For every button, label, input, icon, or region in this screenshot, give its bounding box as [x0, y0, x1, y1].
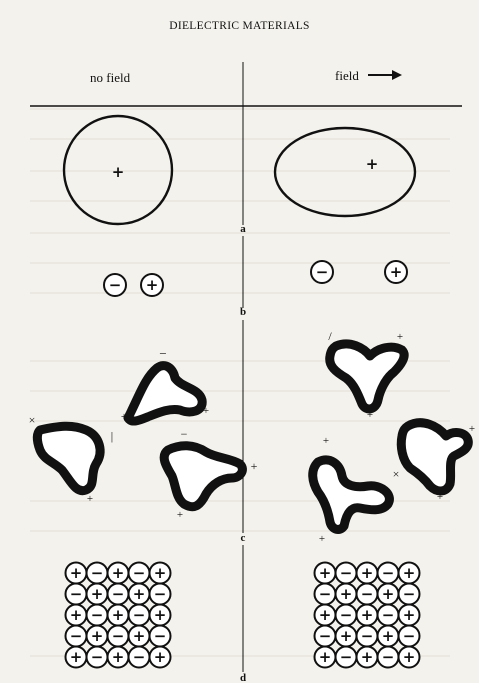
section-label-d: d	[240, 672, 246, 683]
lattice-sign: −	[91, 564, 104, 582]
dipole-molecules-in-field: / + + + × + ( + +	[313, 329, 475, 545]
dipole-molecules-no-field: − + + × | + − + +	[29, 346, 258, 521]
lattice-sign: −	[133, 648, 146, 666]
lattice-sign: −	[91, 606, 104, 624]
lattice-sign: −	[340, 648, 353, 666]
svg-text:+: +	[437, 491, 443, 503]
lattice-sign: +	[319, 564, 332, 582]
svg-text:+: +	[121, 411, 127, 423]
lattice-sign: −	[70, 585, 83, 603]
svg-text:+: +	[177, 509, 183, 521]
svg-text:+: +	[203, 405, 209, 417]
lattice-sign: +	[154, 564, 167, 582]
lattice-sign: +	[403, 648, 416, 666]
lattice-sign: −	[340, 606, 353, 624]
svg-text:(: (	[400, 429, 404, 443]
lattice-sign: +	[154, 648, 167, 666]
lattice-sign: +	[70, 648, 83, 666]
lattice-sign: +	[91, 585, 104, 603]
charge-lattice-in-field: +−+−+−+−+−+−+−+−+−+−+−+−+	[315, 563, 420, 668]
lattice-sign: −	[112, 585, 125, 603]
lattice-sign: −	[382, 648, 395, 666]
lattice-sign: +	[403, 564, 416, 582]
svg-text:−: −	[316, 263, 329, 281]
svg-text:+: +	[390, 263, 403, 281]
svg-text:+: +	[366, 155, 379, 173]
lattice-sign: −	[91, 648, 104, 666]
lattice-sign: +	[70, 564, 83, 582]
svg-text:+: +	[469, 423, 475, 435]
lattice-sign: −	[154, 627, 167, 645]
lattice-sign: +	[340, 627, 353, 645]
lattice-sign: −	[319, 585, 332, 603]
svg-text:|: |	[111, 429, 113, 443]
svg-text:×: ×	[393, 467, 400, 481]
lattice-sign: +	[382, 627, 395, 645]
lattice-sign: +	[361, 606, 374, 624]
lattice-sign: +	[112, 648, 125, 666]
section-label-b: b	[240, 306, 246, 318]
lattice-sign: +	[154, 606, 167, 624]
lattice-sign: +	[382, 585, 395, 603]
lattice-sign: +	[70, 606, 83, 624]
lattice-sign: −	[133, 564, 146, 582]
section-label-a: a	[240, 223, 246, 235]
lattice-sign: +	[403, 606, 416, 624]
svg-text:+: +	[112, 163, 125, 181]
lattice-sign: +	[133, 585, 146, 603]
lattice-sign: −	[133, 606, 146, 624]
ion-pair-in-field: − +	[311, 261, 407, 283]
lattice-sign: +	[361, 564, 374, 582]
right-arrow-icon	[368, 70, 402, 80]
svg-text:+: +	[323, 435, 329, 447]
svg-text:+: +	[367, 409, 373, 421]
lattice-sign: −	[361, 585, 374, 603]
lattice-sign: −	[154, 585, 167, 603]
svg-text:+: +	[87, 493, 93, 505]
lattice-sign: +	[340, 585, 353, 603]
svg-text:−: −	[181, 427, 188, 441]
section-label-c: c	[241, 532, 246, 544]
lattice-sign: −	[403, 585, 416, 603]
lattice-sign: +	[133, 627, 146, 645]
svg-text:−: −	[159, 346, 166, 361]
svg-text:−: −	[109, 276, 122, 294]
lattice-sign: +	[91, 627, 104, 645]
lattice-sign: +	[361, 648, 374, 666]
lattice-sign: −	[340, 564, 353, 582]
lattice-sign: −	[361, 627, 374, 645]
lattice-sign: +	[112, 564, 125, 582]
lattice-sign: −	[319, 627, 332, 645]
lattice-sign: −	[382, 564, 395, 582]
svg-text:+: +	[397, 331, 403, 343]
lattice-sign: −	[112, 627, 125, 645]
lattice-sign: −	[70, 627, 83, 645]
lattice-sign: +	[319, 606, 332, 624]
svg-text:+: +	[146, 276, 159, 294]
svg-text:+: +	[251, 459, 258, 473]
svg-text:+: +	[319, 533, 325, 545]
lattice-sign: −	[382, 606, 395, 624]
lattice-sign: −	[403, 627, 416, 645]
charge-lattice-no-field: +−+−+−+−+−+−+−+−+−+−+−+−+	[66, 563, 171, 668]
lattice-sign: +	[112, 606, 125, 624]
svg-text:/: /	[328, 329, 332, 343]
lattice-sign: +	[319, 648, 332, 666]
svg-text:×: ×	[29, 413, 36, 427]
